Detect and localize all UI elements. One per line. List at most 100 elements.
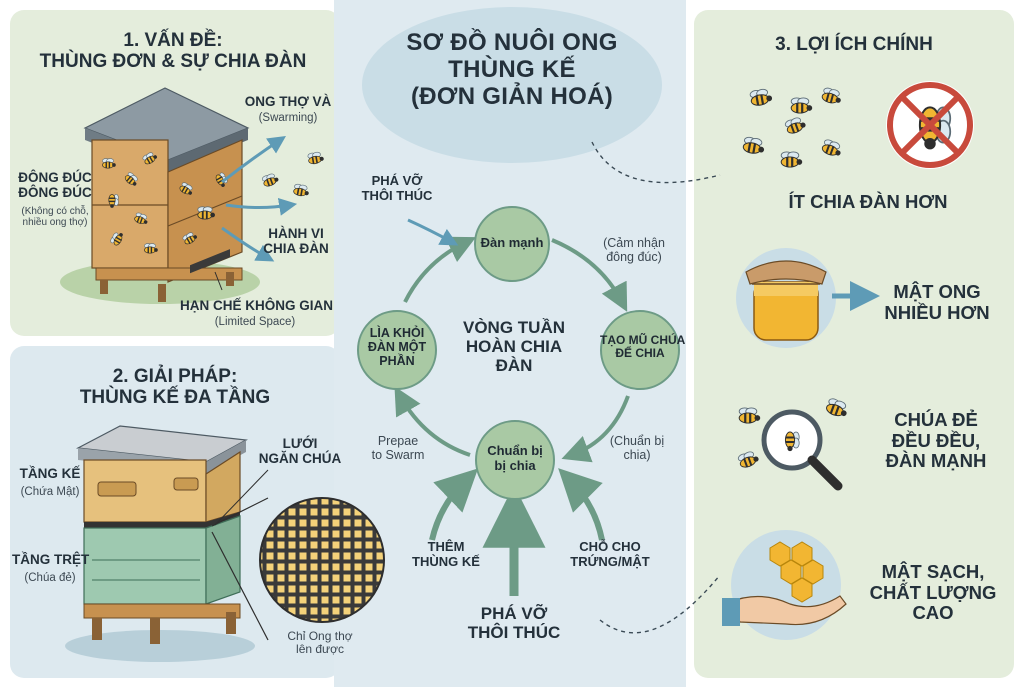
benefit-strong-colony-line-2: ĐỀU ĐỀU, — [891, 429, 981, 451]
node-strong-colony — [474, 206, 550, 282]
crowded-note-line-2: nhiều ong thợ) — [22, 217, 88, 229]
add-super-label: THÊM THÙNG KẾ — [398, 539, 494, 569]
add-super-arrow — [429, 468, 479, 541]
cycle-arrow-2 — [561, 395, 630, 463]
prepare-swarm-line-1: Prepae — [377, 434, 419, 448]
main-title-line-3: (ĐƠN GIẢN HOÁ) — [411, 82, 613, 110]
node-prepare-line-2: bị chia — [494, 457, 536, 473]
benefit-clean-honey-line-3: CAO — [912, 602, 954, 624]
break-top-label: PHÁ VỠ THÔI THÚC — [352, 173, 442, 203]
room-line-1: CHỖ CHO — [579, 539, 641, 554]
behavior-label-line-1: HÀNH VI — [268, 226, 324, 241]
benefit-more-honey-line-1: MẬT ONG — [893, 281, 981, 302]
room-label: CHỖ CHO TRỨNG/MẬT — [560, 539, 660, 569]
zoom-line-bottom — [211, 531, 269, 641]
swarming-label: (Swarming) — [258, 112, 318, 124]
cycle-arrow-3 — [394, 386, 471, 457]
excluder-label-line-1: LƯỚI — [282, 436, 318, 451]
main-title: SƠ ĐỒ NUÔI ONG THÙNG KẾ (ĐƠN GIẢN HOÁ) — [392, 29, 632, 111]
dashed-connector-bottom — [599, 574, 721, 634]
benefit-clean-honey-line-1: MẬT SẠCH, — [881, 561, 985, 582]
crowded-label-line-2: ĐÔNG ĐÚC — [18, 185, 92, 201]
benefit-clean-honey: MẬT SẠCH, CHẤT LƯỢNG CAO — [858, 561, 1008, 624]
behavior-label-line-2: CHIA ĐÀN — [263, 241, 329, 257]
excluder-grid-icon — [259, 497, 385, 623]
crowded-label-line-1: ĐÔNG ĐÚC — [18, 170, 92, 185]
break-top-line-1: PHÁ VỠ — [371, 173, 423, 188]
limited-en-label: (Limited Space) — [214, 316, 296, 328]
behavior-label: HÀNH VI CHIA ĐÀN — [256, 226, 336, 256]
node-leave-line-1: LÌA KHỎI — [369, 326, 425, 340]
add-super-line-1: THÊM — [427, 539, 465, 554]
node-strong-label: Đàn mạnh — [480, 235, 544, 250]
only-workers-line-2: lên được — [296, 642, 344, 657]
node-queen-cells-line-2: ĐỂ CHIA — [615, 346, 665, 361]
problem-title-line-2: THÙNG ĐƠN & SỰ CHIA ĐÀN — [39, 51, 307, 73]
prepare-swarm-line-2: to Swarm — [371, 448, 425, 462]
node-queen-cells-line-1: TẠO MŨ CHÚA — [600, 333, 686, 347]
honeycomb-hand-icon — [722, 530, 847, 640]
break-bottom-line-2: THÔI THÚC — [467, 623, 561, 643]
break-bottom-label: PHÁ VỠ THÔI THÚC — [458, 604, 570, 642]
super-hive-icon — [65, 425, 255, 662]
node-prepare-line-1: Chuẩn bị — [487, 443, 543, 458]
main-title-line-2: THÙNG KẾ — [448, 55, 576, 83]
swarm-arrow-1 — [221, 136, 286, 184]
benefit-clean-honey-line-2: CHẤT LƯỢNG — [869, 581, 997, 603]
only-workers-line-1: Chỉ Ong thợ — [287, 629, 353, 643]
prepare-split-label: (Chuẩn bị chia) — [600, 434, 674, 462]
add-super-line-2: THÙNG KẾ — [412, 553, 480, 569]
title-cloud — [362, 7, 662, 163]
sense-crowded-label: (Cảm nhận đông đúc) — [592, 236, 676, 264]
benefits-title: 3. LỢI ÍCH CHÍNH — [775, 34, 933, 55]
node-queen-cells-label: TẠO MŨ CHÚA ĐỂ CHIA — [600, 333, 686, 361]
node-queen-cells — [600, 310, 680, 390]
zoom-line-top — [211, 497, 269, 527]
benefit-fewer-swarms: ÍT CHIA ĐÀN HƠN — [788, 191, 948, 212]
benefit-strong-colony: CHÚA ĐẺ ĐỀU ĐỀU, ĐÀN MẠNH — [866, 409, 1006, 472]
node-prepare-label: Chuẩn bị bị chia — [477, 443, 553, 473]
break-top-line-2: THÔI THÚC — [361, 187, 433, 203]
main-title-line-1: SƠ ĐỒ NUÔI ONG — [406, 29, 618, 56]
crowded-label: ĐÔNG ĐÚC ĐÔNG ĐÚC — [14, 170, 96, 200]
node-leave-line-3: PHẦN — [379, 354, 415, 368]
problem-title-line-1: 1. VẤN ĐỀ: — [123, 30, 223, 51]
cycle-center-line-1: VÒNG TUẦN — [463, 318, 565, 337]
room-line-2: TRỨNG/MẬT — [570, 553, 650, 569]
swarm-arrow-2 — [225, 197, 298, 216]
dashed-connector-top — [591, 141, 721, 184]
upper-note: (Chứa Mật) — [20, 486, 80, 498]
solution-title-line-1: 2. GIẢI PHÁP: — [112, 366, 238, 387]
excluder-pointer — [214, 469, 269, 526]
single-hive-icon — [60, 87, 260, 304]
problem-title: 1. VẤN ĐỀ: THÙNG ĐƠN & SỰ CHIA ĐÀN — [28, 30, 318, 73]
benefit-more-honey: MẬT ONG NHIỀU HƠN — [872, 281, 1002, 323]
benefit-strong-colony-line-3: ĐÀN MẠNH — [885, 450, 987, 472]
solution-title-line-2: THÙNG KẾ ĐA TẦNG — [79, 387, 271, 409]
magnifier-icon — [736, 396, 851, 491]
cycle-center-label: VÒNG TUẦN HOÀN CHIA ĐÀN — [452, 318, 576, 375]
excluder-label-line-2: NGĂN CHÚA — [258, 451, 342, 467]
node-leave-colony — [357, 310, 437, 390]
solution-title: 2. GIẢI PHÁP: THÙNG KẾ ĐA TẦNG — [40, 366, 310, 409]
benefit-strong-colony-line-1: CHÚA ĐẺ — [894, 409, 978, 430]
prepare-split-line-1: (Chuẩn bị — [609, 434, 665, 448]
room-arrow — [558, 468, 605, 541]
node-prepare — [475, 420, 555, 500]
swarm-arrow-3 — [221, 226, 275, 262]
workers-label: ONG THỢ VÀ — [244, 94, 332, 109]
sense-crowded-line-1: (Cảm nhận — [603, 236, 665, 250]
break-arrow-top — [407, 218, 459, 246]
prepare-split-line-2: chia) — [623, 448, 651, 462]
limited-label: HẠN CHẾ KHÔNG GIAN — [180, 298, 334, 313]
benefits-panel — [694, 10, 1014, 678]
sense-crowded-line-2: đông đúc) — [606, 250, 662, 264]
crowded-note-line-1: (Không có chỗ, — [21, 206, 89, 217]
cycle-center-line-3: ĐÀN — [495, 356, 533, 376]
lower-note: (Chúa đẻ) — [24, 572, 76, 584]
crowded-note: (Không có chỗ, nhiều ong thợ) — [14, 206, 96, 228]
prepare-swarm-label: Prepae to Swarm — [356, 434, 440, 462]
honey-jar-icon — [736, 248, 836, 348]
